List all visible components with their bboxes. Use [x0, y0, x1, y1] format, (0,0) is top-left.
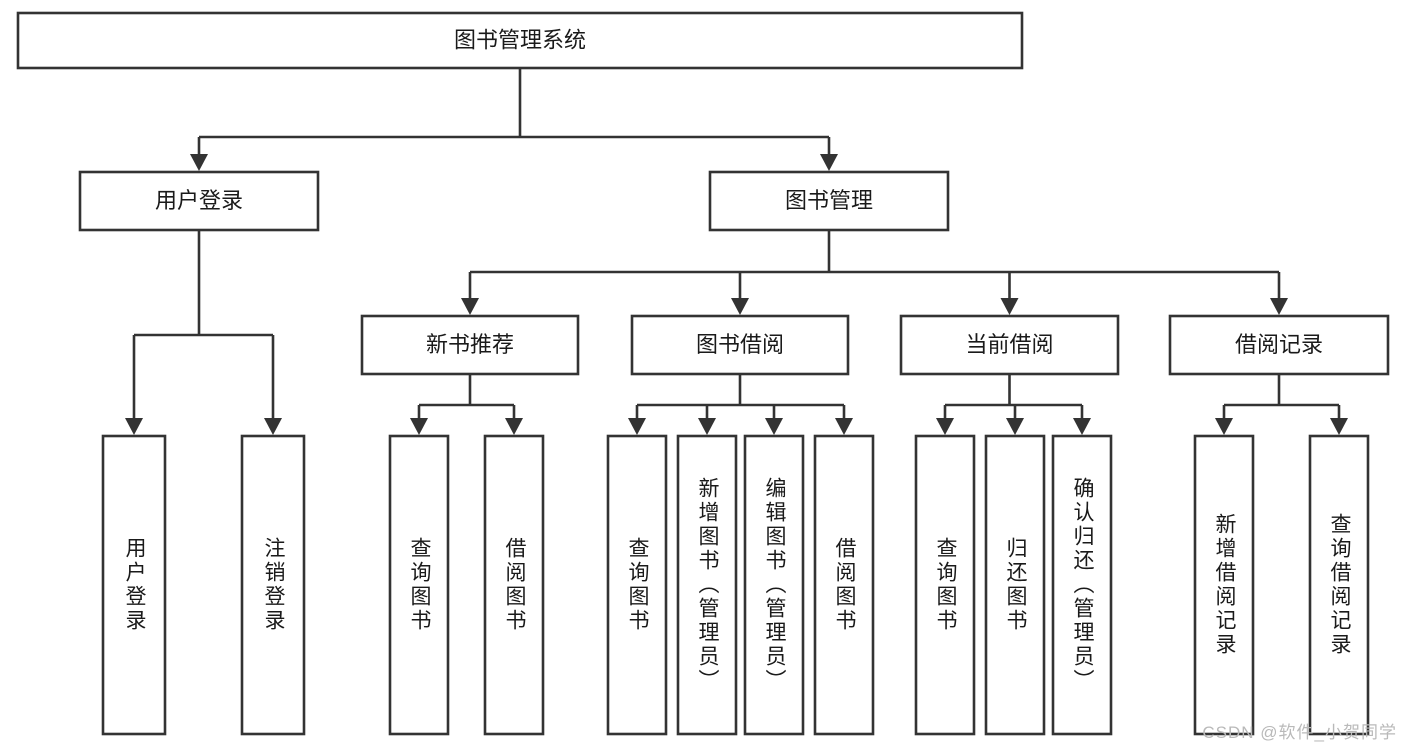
- node-box-borrow-record[interactable]: [1168, 314, 1390, 376]
- arrow-head-icon: [505, 418, 523, 435]
- node-box-current-borrow[interactable]: [899, 314, 1120, 376]
- arrow-head-icon: [1000, 298, 1019, 315]
- node-box-leaf-add-record[interactable]: [1193, 434, 1255, 736]
- node-label-book-manage: 图书管理: [785, 188, 873, 213]
- node-box-user-login[interactable]: [78, 170, 320, 232]
- node-label-root: 图书管理系统: [454, 27, 586, 52]
- arrow-head-icon: [820, 154, 838, 171]
- node-label-user-login: 用户登录: [155, 188, 243, 213]
- node-box-new-book-rec[interactable]: [360, 314, 580, 376]
- arrow-head-icon: [936, 418, 954, 435]
- arrow-head-icon: [264, 418, 282, 435]
- node-box-leaf-query-record[interactable]: [1308, 434, 1370, 736]
- arrow-head-icon: [1330, 418, 1348, 435]
- node-box-leaf-return-book[interactable]: [984, 434, 1046, 736]
- watermark-text: CSDN @软件_小贺同学: [1202, 723, 1397, 742]
- node-box-leaf-edit-book[interactable]: [743, 434, 805, 736]
- node-box-root[interactable]: [16, 11, 1024, 70]
- node-box-leaf-user-login[interactable]: [101, 434, 167, 736]
- arrow-head-icon: [1215, 418, 1233, 435]
- arrow-head-icon: [125, 418, 143, 435]
- arrow-head-icon: [835, 418, 853, 435]
- node-box-leaf-logout[interactable]: [240, 434, 306, 736]
- node-box-leaf-borrow-book-1[interactable]: [483, 434, 545, 736]
- arrow-head-icon: [410, 418, 428, 435]
- node-box-leaf-borrow-book-2[interactable]: [813, 434, 875, 736]
- node-label-new-book-rec: 新书推荐: [426, 332, 514, 357]
- arrow-head-icon: [765, 418, 783, 435]
- arrow-head-icon: [698, 418, 716, 435]
- arrow-head-icon: [1006, 418, 1024, 435]
- arrow-head-icon: [1073, 418, 1091, 435]
- node-label-borrow-record: 借阅记录: [1235, 332, 1323, 357]
- node-label-current-borrow: 当前借阅: [965, 332, 1053, 357]
- node-box-leaf-query-book-3[interactable]: [914, 434, 976, 736]
- node-box-leaf-confirm-return[interactable]: [1051, 434, 1113, 736]
- node-box-leaf-query-book-2[interactable]: [606, 434, 668, 736]
- arrow-head-icon: [1270, 298, 1288, 315]
- arrow-head-icon: [461, 298, 479, 315]
- arrow-head-icon: [731, 298, 749, 315]
- node-box-book-borrow[interactable]: [630, 314, 850, 376]
- node-label-book-borrow: 图书借阅: [696, 332, 784, 357]
- node-box-leaf-add-book[interactable]: [676, 434, 738, 736]
- node-box-leaf-query-book-1[interactable]: [388, 434, 450, 736]
- arrow-head-icon: [190, 154, 208, 171]
- node-box-book-manage[interactable]: [708, 170, 950, 232]
- arrow-head-icon: [628, 418, 646, 435]
- edges-layer: [125, 68, 1348, 435]
